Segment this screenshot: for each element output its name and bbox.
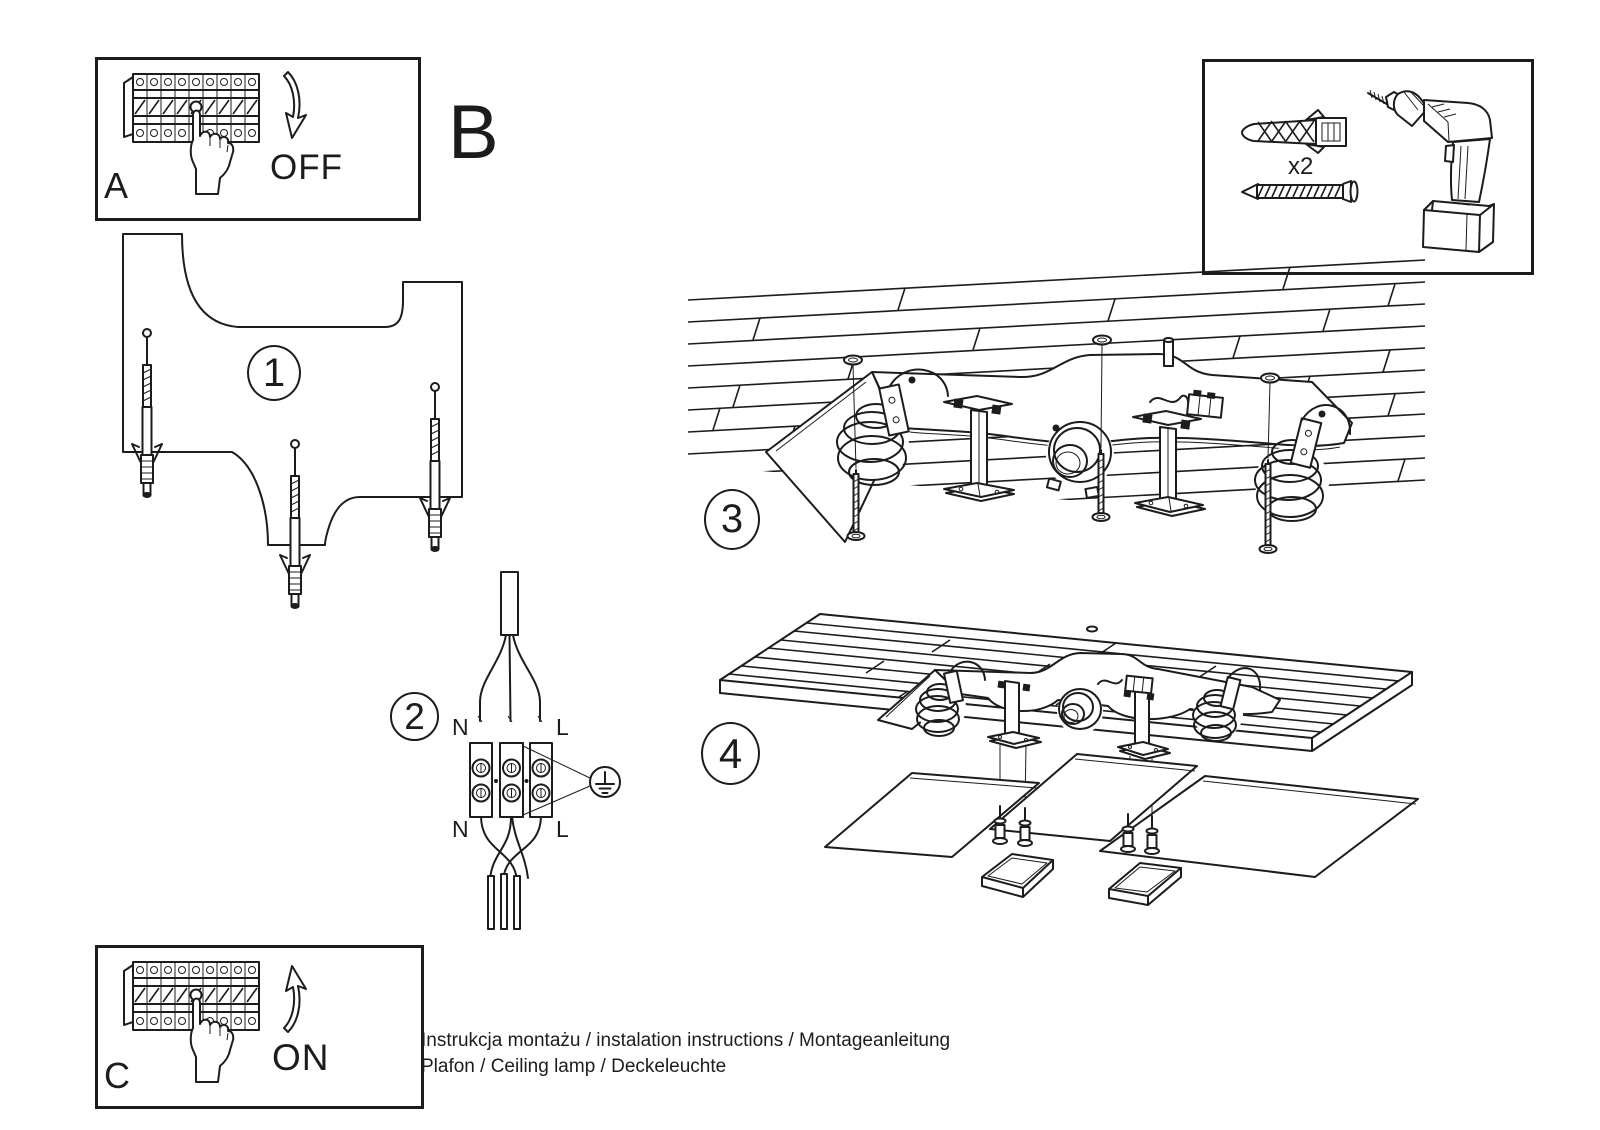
hanging-screw [1258,459,1278,554]
terminal-block-illustration [469,742,591,818]
step-3-badge: 3 [704,489,760,550]
wall-plug-icon [1241,109,1347,154]
diffuser-panels-illustration [824,753,1419,878]
power-cable-illustration [477,571,543,723]
wire-l-top-label: L [556,714,569,740]
panel-screws [992,805,1160,855]
frame-assembly-step3 [765,334,1353,554]
panel-c-state: ON [272,1037,330,1078]
step-2-badge: 2 [390,692,439,741]
step-1-badge: 1 [247,345,301,401]
step-4-badge: 4 [701,722,760,785]
section-b-label: B [448,90,499,175]
panel-a-label: A [104,165,129,206]
kit-count-label: x2 [1288,153,1314,180]
cover-trays-illustration [981,853,1182,906]
frame-assembly-step4 [877,652,1281,815]
ceiling-screw-heads [843,334,1280,469]
drill-icon [1367,89,1495,253]
hanging-screw [1091,449,1111,522]
ground-symbol-icon [589,766,621,798]
panel-c-label: C [104,1055,130,1096]
footer-line-2: Plafon / Ceiling lamp / Deckeleuchte [421,1056,727,1077]
screw-icon [1241,180,1359,203]
wire-l-bottom-label: L [556,816,569,842]
hanging-screw [846,469,866,541]
wire-n-top-label: N [452,714,469,740]
footer-line-1: Instrukcja montażu / instalation instruc… [421,1030,951,1051]
panel-a-box [95,57,421,221]
panel-c-box [95,945,424,1109]
wires-below-illustration [480,816,542,930]
wire-n-bottom-label: N [452,816,469,842]
kit-box [1202,59,1534,275]
panel-a-state: OFF [270,148,343,187]
